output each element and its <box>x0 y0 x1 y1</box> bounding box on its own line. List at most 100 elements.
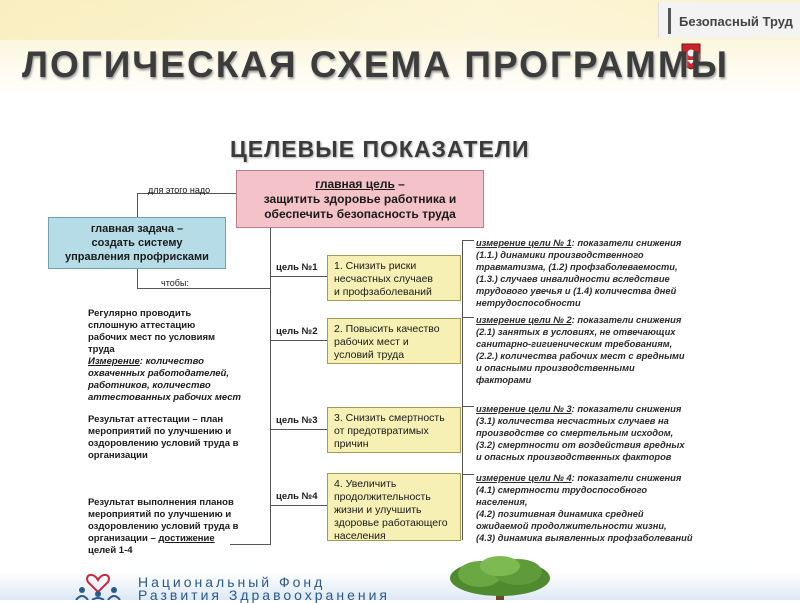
measure-line: (4.3) динамика выявленных профзаболевани… <box>476 533 693 543</box>
left-item-line: оздоровлению условий труда в <box>88 521 239 532</box>
left-item-line: сплошную аттестацию <box>88 320 196 331</box>
target-line: жизни и улучшить <box>334 504 422 516</box>
measure-label: Измерение <box>88 356 140 367</box>
measure-goal-2: измерение цели № 2: показатели снижения … <box>476 314 685 386</box>
left-item-line: Регулярно проводить <box>88 308 192 319</box>
target-line: 1. Снизить риски <box>334 260 417 272</box>
target-line: продолжительность <box>334 491 431 503</box>
measure-line: (3.2) смертности от воздействия вредных <box>476 440 685 450</box>
measure-heading: измерение цели № 3 <box>476 404 572 414</box>
connector-line <box>270 429 327 430</box>
moscow-emblem-icon <box>681 43 701 70</box>
brand-bracket <box>668 8 671 34</box>
measure-line: (2.2.) количества рабочих мест с вредным… <box>476 351 685 361</box>
measure-goal-1: измерение цели № 1: показатели снижения … <box>476 237 681 309</box>
measure-line: (3.1) количества несчастных случаев на <box>476 416 669 426</box>
measure-line: и опасными производственными <box>476 363 635 373</box>
left-item-attestation: Регулярно проводить сплошную аттестацию … <box>88 308 241 404</box>
main-task-line: создать систему <box>91 237 183 249</box>
goal-label-3: цель №3 <box>276 415 318 426</box>
goal-label-1: цель №1 <box>276 262 318 273</box>
measure-line: (1.1.) динамики производственного <box>476 250 644 260</box>
left-item-line: охваченных работодателей, <box>88 368 230 379</box>
target-line: 4. Увеличить <box>334 478 397 490</box>
target-line: 3. Снизить смертность <box>334 412 445 424</box>
connector-line <box>137 193 138 217</box>
left-item-line: мероприятий по улучшению и <box>88 426 232 437</box>
target-box-3: 3. Снизить смертность от предотвратимых … <box>327 407 461 453</box>
fund-logo-icon <box>75 574 121 600</box>
connector-line <box>462 474 474 475</box>
left-item-line: рабочих мест по условиям <box>88 332 216 343</box>
connector-line <box>462 240 463 540</box>
measure-line: санитарно-гигиеническим требованиям, <box>476 339 673 349</box>
left-item-line: труда <box>88 344 115 355</box>
fund-name-line: Развития Здравоохранения <box>138 587 390 603</box>
goal-label-2: цель №2 <box>276 326 318 337</box>
measure-tail: : показатели снижения <box>571 404 682 414</box>
measure-line: (4.2) позитивная динамика средней <box>476 509 644 519</box>
measure-tail: : показатели снижения <box>571 315 682 325</box>
measure-heading: измерение цели № 1 <box>476 238 572 248</box>
left-item-line: организации – <box>88 533 159 544</box>
measure-tail: : показатели снижения <box>571 238 682 248</box>
target-line: условий труда <box>334 349 405 361</box>
brand-label: Безопасный Труд <box>679 14 793 29</box>
target-box-4: 4. Увеличить продолжительность жизни и у… <box>327 473 461 542</box>
measure-line: трудового увечья и (1.4) количества дней <box>476 286 677 296</box>
measure-line: факторами <box>476 375 532 385</box>
for-this-label: для этого надо <box>148 185 211 195</box>
connector-line <box>270 505 327 506</box>
connector-line <box>137 269 138 288</box>
main-goal-line: защитить здоровье работника и <box>263 192 457 206</box>
footer-band <box>0 572 800 600</box>
so-that-label: чтобы: <box>161 278 189 288</box>
connector-line <box>270 340 327 341</box>
goal-label-4: цель №4 <box>276 491 318 502</box>
measure-line: (4.1) смертности трудоспособного <box>476 485 647 495</box>
fund-name-line: Национальный Фонд <box>138 574 326 590</box>
brand-badge: Безопасный Труд <box>658 2 800 38</box>
main-goal-box: главная цель – защитить здоровье работни… <box>236 170 484 228</box>
measure-line: нетрудоспособности <box>476 298 581 308</box>
measure-heading: измерение цели № 2 <box>476 315 572 325</box>
measure-heading: измерение цели № 4 <box>476 473 572 483</box>
target-line: от предотвратимых <box>334 425 429 437</box>
main-goal-line: обеспечить безопасность труда <box>264 207 456 221</box>
target-line: и профзаболеваний <box>334 286 432 298</box>
target-box-1: 1. Снизить риски несчастных случаев и пр… <box>327 255 461 301</box>
target-line: причин <box>334 438 369 450</box>
measure-tail: : показатели снижения <box>571 473 682 483</box>
target-line: 2. Повысить качество <box>334 323 440 335</box>
target-line: здоровье работающего <box>334 517 448 529</box>
fund-name: Национальный Фонд Развития Здравоохранен… <box>138 574 390 603</box>
target-box-2: 2. Повысить качество рабочих мест и усло… <box>327 318 461 364</box>
connector-line <box>462 240 474 241</box>
connector-line <box>270 228 271 545</box>
measure-line: производстве со смертельным исходом, <box>476 428 674 438</box>
connector-line <box>462 406 474 407</box>
measure-goal-3: измерение цели № 3: показатели снижения … <box>476 403 685 463</box>
connector-line <box>270 276 327 277</box>
measure-line: и опасных производственных факторов <box>476 452 672 462</box>
measure-line: травматизма, (1.2) профзаболеваемости, <box>476 262 678 272</box>
left-item-line: мероприятий по улучшению и <box>88 509 232 520</box>
left-item-line: работников, количество <box>88 380 211 391</box>
left-item-line: целей 1-4 <box>88 545 133 556</box>
left-item-line: – план <box>189 414 224 425</box>
connector-line <box>230 544 270 545</box>
main-goal-dash: – <box>394 177 405 191</box>
left-item-line: Результат выполнения планов <box>88 497 234 508</box>
connector-line <box>462 317 474 318</box>
page-title: ЛОГИЧЕСКАЯ СХЕМА ПРОГРАММЫ <box>22 44 729 85</box>
left-item-line: достижение <box>158 533 215 544</box>
measure-goal-4: измерение цели № 4: показатели снижения … <box>476 472 693 544</box>
left-item-result: Результат аттестации – план мероприятий … <box>88 414 238 462</box>
left-item-line: оздоровлению условий труда в <box>88 438 239 449</box>
main-task-line: управления профрисками <box>65 251 209 263</box>
left-item-line: аттестованных рабочих мест <box>88 392 241 403</box>
left-item-line: : количество <box>139 356 204 367</box>
target-line: рабочих мест и <box>334 336 409 348</box>
connector-line <box>137 193 236 194</box>
left-item-plan-results: Результат выполнения планов мероприятий … <box>88 497 238 557</box>
